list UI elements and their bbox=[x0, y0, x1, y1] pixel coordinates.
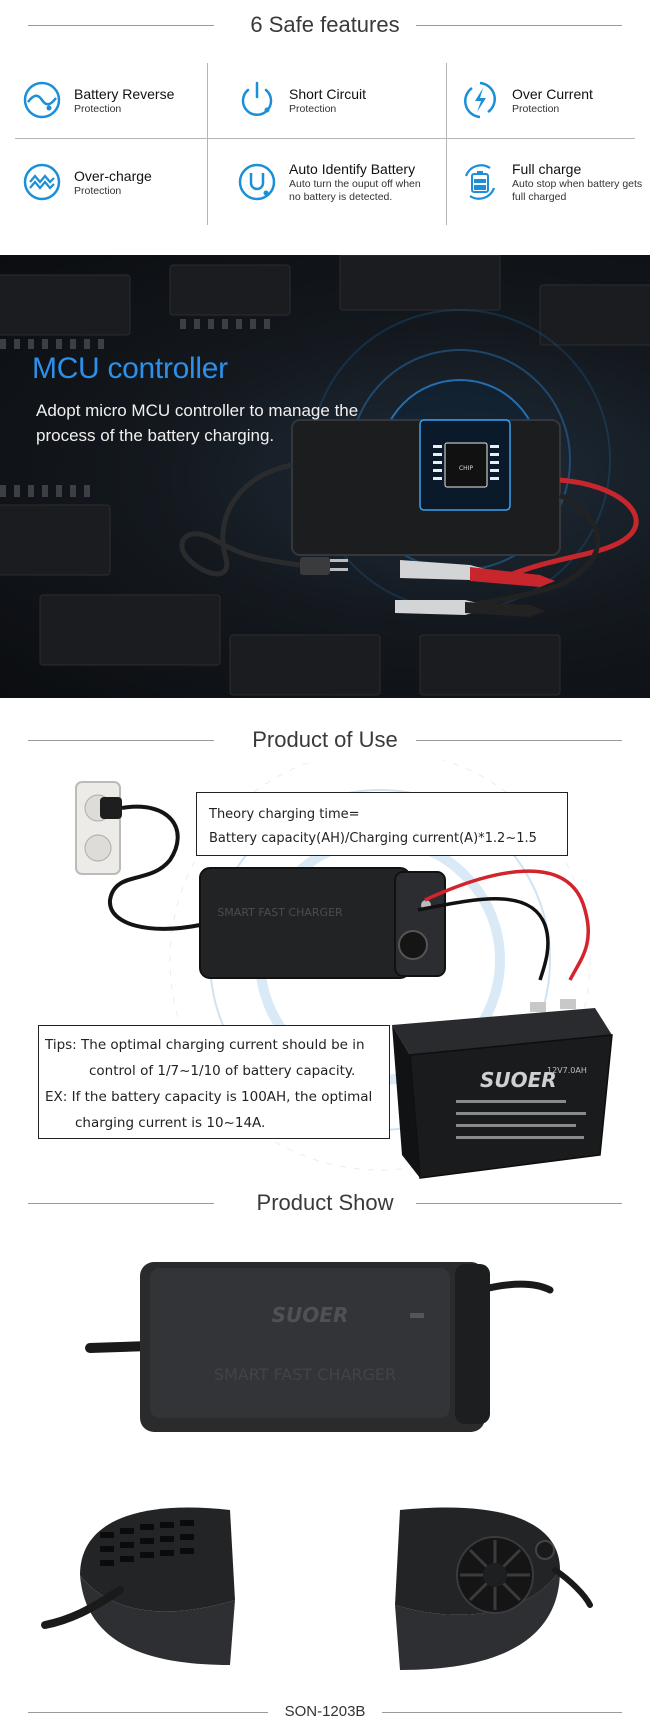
product-brand: SUOER bbox=[272, 1303, 349, 1327]
model-footer: SON-1203B bbox=[0, 1699, 650, 1725]
charger-label: SMART FAST CHARGER bbox=[217, 906, 343, 919]
feature-name: Over Current bbox=[512, 85, 593, 102]
mcu-subtitle: Adopt micro MCU controller to manage the… bbox=[36, 401, 359, 445]
heading-line-left bbox=[28, 740, 214, 741]
battery-brand: SUOER bbox=[480, 1068, 557, 1092]
note-line: Battery capacity(AH)/Charging current(A)… bbox=[209, 831, 537, 846]
feature-name: Battery Reverse bbox=[74, 85, 175, 102]
product-use-illustration: SMART FAST CHARGER SUOER 12V7.0AH bbox=[75, 760, 613, 1179]
feature-name: Short Circuit bbox=[289, 85, 367, 102]
heading-line-right bbox=[382, 1712, 622, 1713]
feature-name: Over-charge bbox=[74, 167, 152, 184]
show-title: Product Show bbox=[256, 1190, 394, 1215]
feature-auto-identify: Auto Identify Battery Auto turn the oupu… bbox=[215, 142, 425, 222]
note-line: charging current is 10~14A. bbox=[75, 1115, 266, 1131]
reverse-battery-icon bbox=[23, 81, 61, 119]
feature-desc: Auto stop when battery gets full charged bbox=[512, 178, 643, 203]
feature-desc: Protection bbox=[289, 102, 337, 115]
chip-label: CHIP bbox=[459, 465, 473, 472]
features-heading: 6 Safe features bbox=[0, 5, 650, 45]
feature-name: Auto Identify Battery bbox=[289, 161, 416, 177]
note-line: control of 1/7~1/10 of battery capacity. bbox=[89, 1063, 356, 1079]
product-photo-top: SUOER SMART FAST CHARGER bbox=[85, 1262, 554, 1432]
divider bbox=[207, 63, 208, 225]
feature-short-circuit: Short Circuit Protection bbox=[215, 60, 425, 140]
heading-line-right bbox=[416, 1203, 622, 1204]
note-line: Theory charging time= bbox=[209, 807, 360, 822]
note-line: EX: If the battery capacity is 100AH, th… bbox=[45, 1089, 373, 1105]
feature-full-charge: Full charge Auto stop when battery gets … bbox=[438, 142, 648, 222]
show-heading: Product Show bbox=[0, 1183, 650, 1223]
power-icon bbox=[241, 81, 273, 116]
heading-line-right bbox=[416, 25, 622, 26]
circuit-board-image: CHIP bbox=[0, 255, 650, 696]
product-photo-ends bbox=[41, 1507, 593, 1670]
use-heading: Product of Use bbox=[0, 720, 650, 760]
heading-line-right bbox=[416, 740, 622, 741]
divider bbox=[15, 138, 635, 139]
product-label: SMART FAST CHARGER bbox=[214, 1365, 396, 1384]
battery-model: 12V7.0AH bbox=[547, 1066, 587, 1075]
lightning-icon bbox=[464, 81, 496, 119]
heading-line-left bbox=[28, 25, 214, 26]
wave-icon bbox=[23, 163, 61, 201]
u-shape-icon bbox=[238, 163, 276, 201]
features-grid: Battery Reverse Protection Short Circuit… bbox=[0, 60, 650, 230]
mcu-banner: CHIP MCU controller Adopt micro MCU cont… bbox=[0, 255, 650, 698]
tips-note: Tips: The optimal charging current shoul… bbox=[38, 1025, 390, 1139]
feature-desc: Auto turn the ouput off when no battery … bbox=[289, 178, 421, 203]
feature-over-charge: Over-charge Protection bbox=[0, 142, 210, 222]
feature-desc: Protection bbox=[512, 102, 560, 115]
feature-battery-reverse: Battery Reverse Protection bbox=[0, 60, 210, 140]
note-line: Tips: The optimal charging current shoul… bbox=[45, 1037, 365, 1053]
feature-desc: Protection bbox=[74, 184, 122, 197]
battery-charging-icon bbox=[464, 164, 496, 200]
heading-line-left bbox=[28, 1203, 214, 1204]
feature-name: Full charge bbox=[512, 161, 582, 177]
mcu-title: MCU controller bbox=[32, 352, 228, 385]
features-title: 6 Safe features bbox=[250, 12, 400, 37]
divider bbox=[446, 63, 447, 225]
feature-over-current: Over Current Protection bbox=[438, 60, 648, 140]
heading-line-left bbox=[28, 1712, 268, 1713]
charging-time-note: Theory charging time= Battery capacity(A… bbox=[196, 792, 568, 856]
use-title: Product of Use bbox=[252, 727, 398, 752]
feature-desc: Protection bbox=[74, 102, 122, 115]
model-number: SON-1203B bbox=[284, 1703, 366, 1720]
